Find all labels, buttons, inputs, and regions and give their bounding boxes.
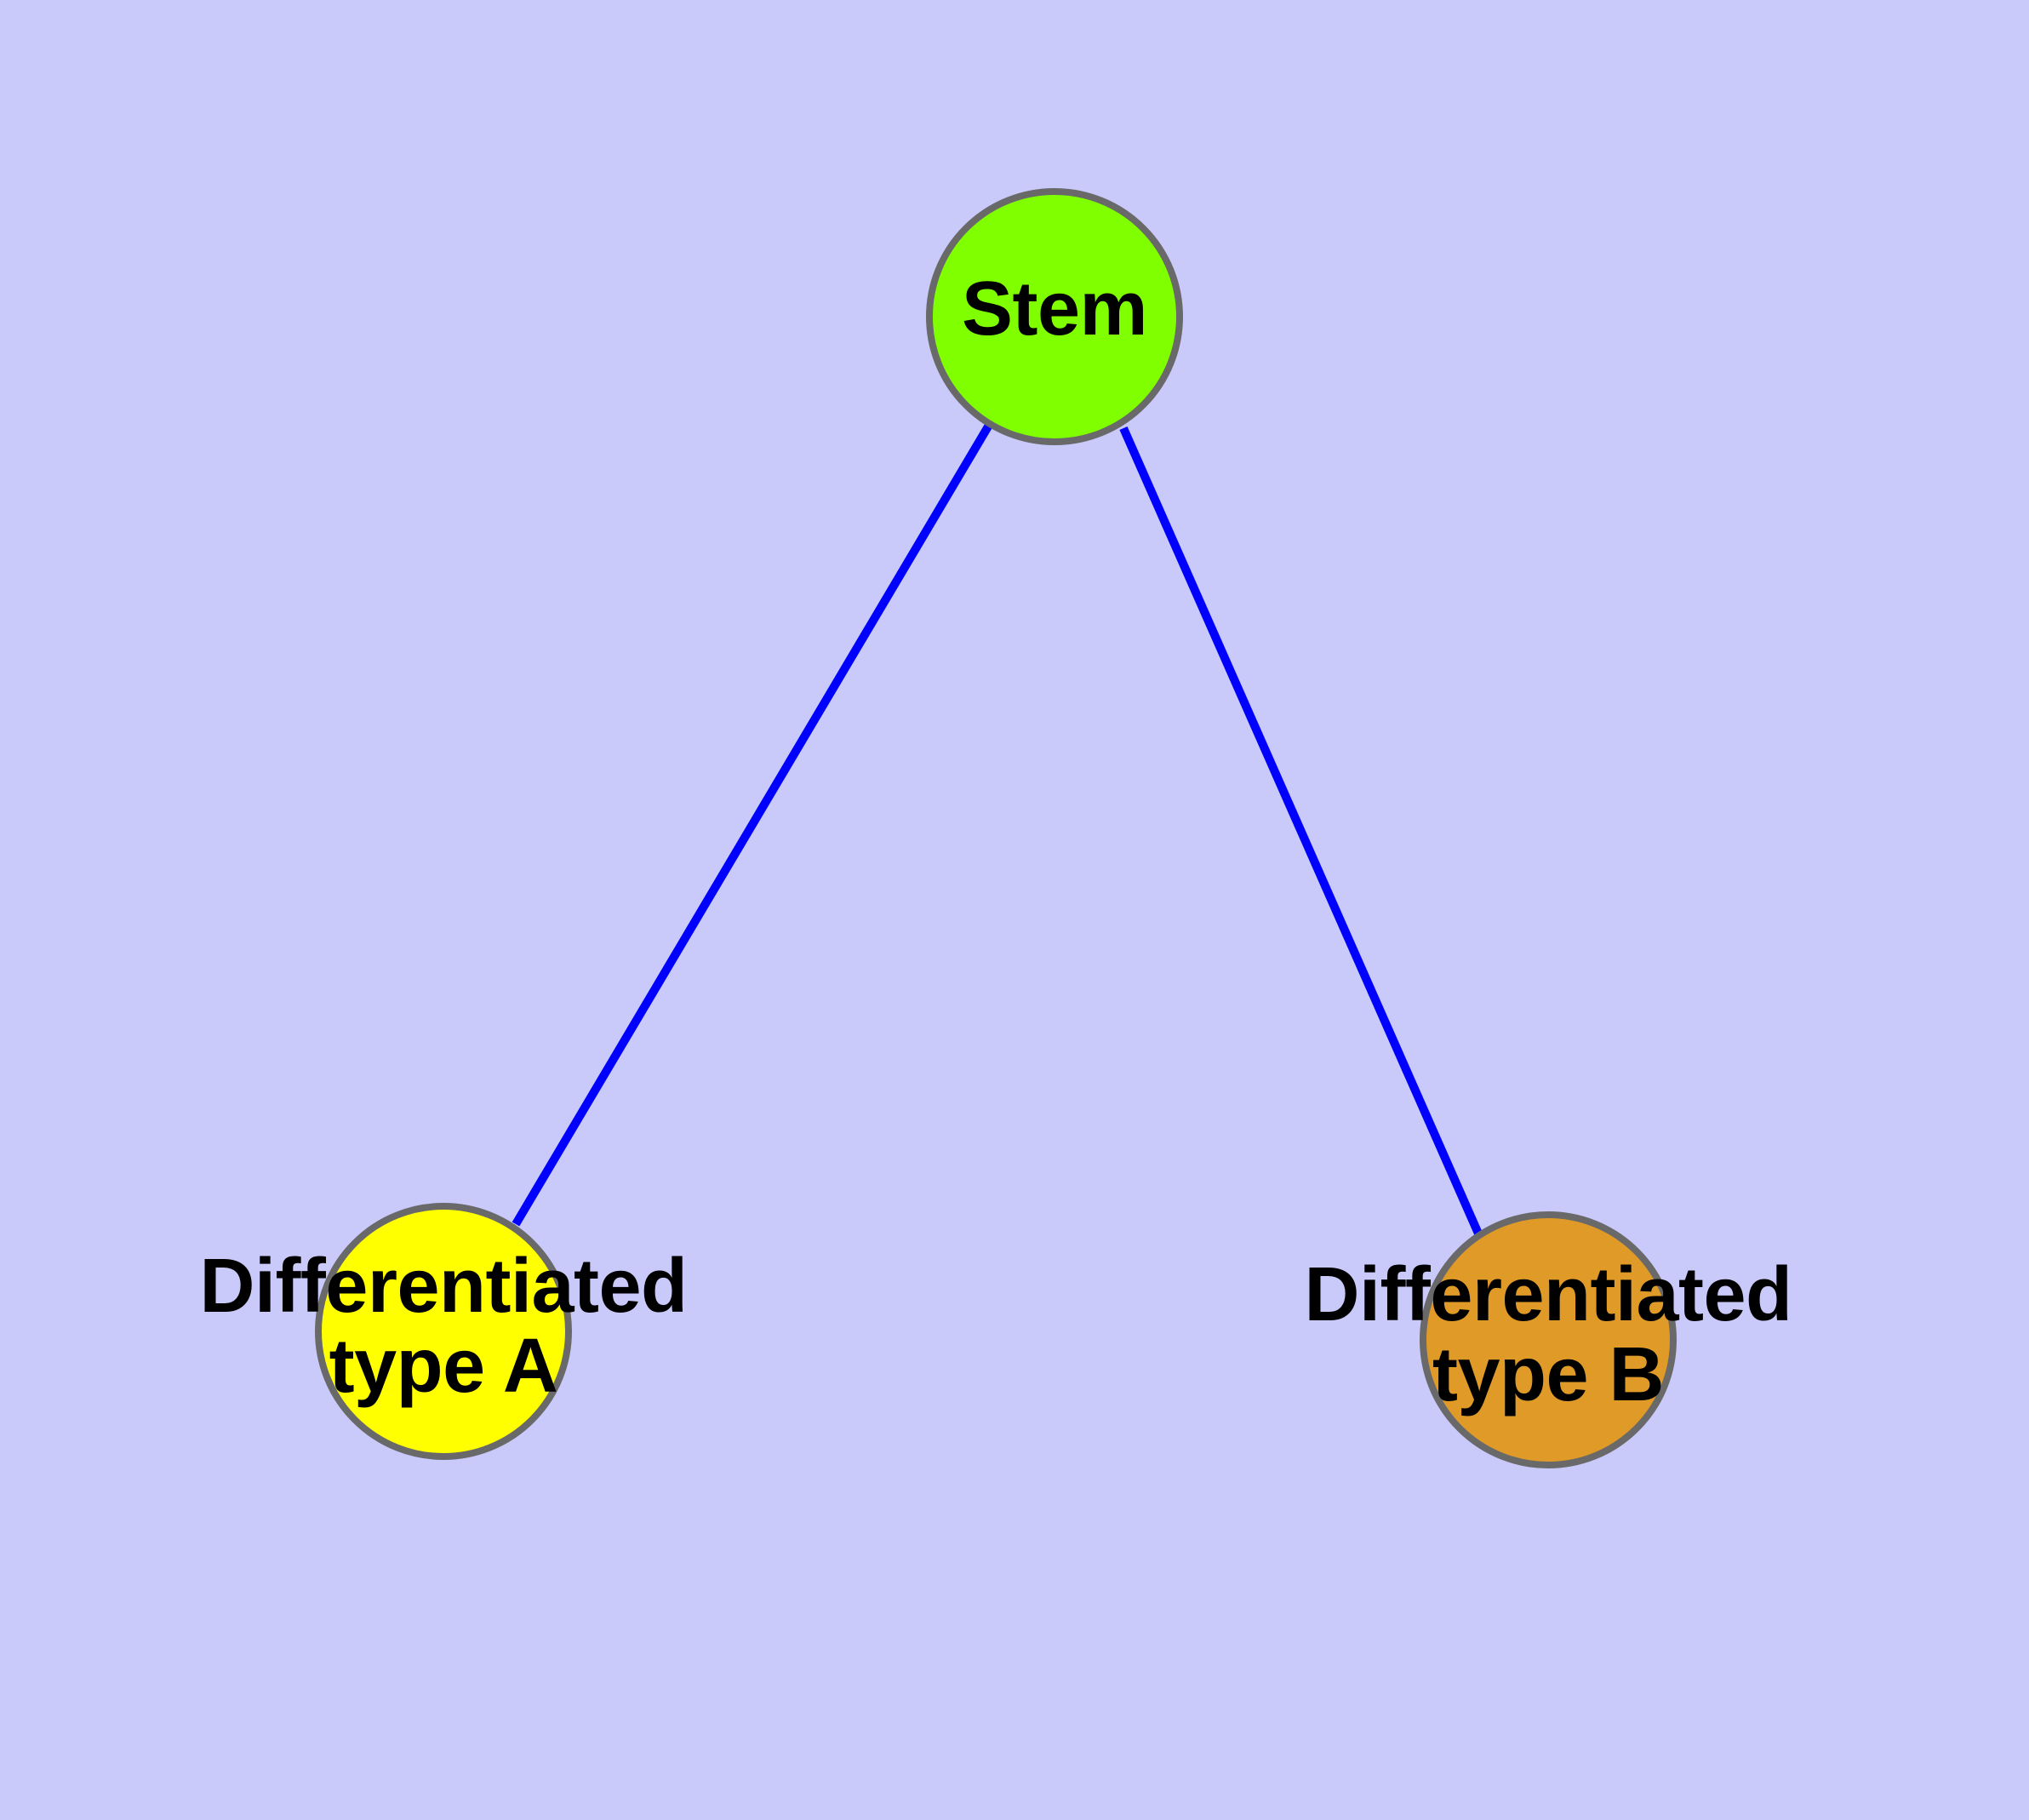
node-differentiated-type-a[interactable]	[315, 1203, 572, 1460]
edge-stem-to-differentiated-type-b[interactable]	[1119, 426, 1483, 1236]
edge-stem-to-differentiated-type-a[interactable]	[512, 424, 992, 1227]
node-differentiated-type-b[interactable]	[1420, 1211, 1677, 1468]
node-stem[interactable]	[926, 188, 1183, 445]
